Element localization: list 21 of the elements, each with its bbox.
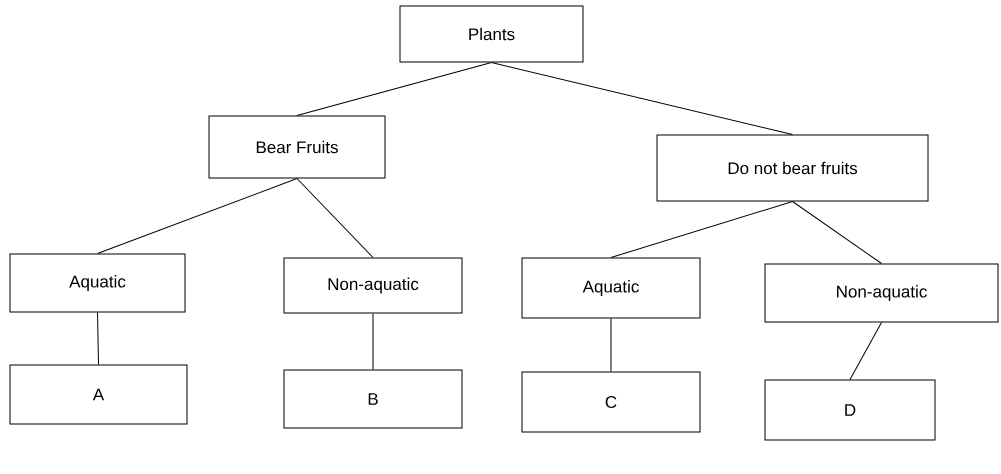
category-box: Aquatic <box>9 253 186 313</box>
connector-line <box>610 318 612 372</box>
connector-line <box>849 322 882 380</box>
connector-line <box>491 62 793 135</box>
category-box: Plants <box>399 5 584 63</box>
connector-line <box>610 201 793 258</box>
category-box: B <box>283 369 463 429</box>
category-box: Aquatic <box>521 257 701 319</box>
category-box: C <box>521 371 701 433</box>
category-box: Non-aquatic <box>283 257 463 314</box>
connector-line <box>97 178 298 254</box>
connector-line <box>372 313 374 370</box>
connector-line <box>296 62 492 116</box>
category-box: Do not bear fruits <box>656 134 929 202</box>
connector-line <box>792 201 882 264</box>
category-box: Non-aquatic <box>764 263 999 323</box>
category-box: D <box>764 379 936 441</box>
connector-line <box>296 178 374 258</box>
connector-line <box>97 312 99 365</box>
category-box: Bear Fruits <box>208 115 386 179</box>
category-box: A <box>9 364 188 425</box>
